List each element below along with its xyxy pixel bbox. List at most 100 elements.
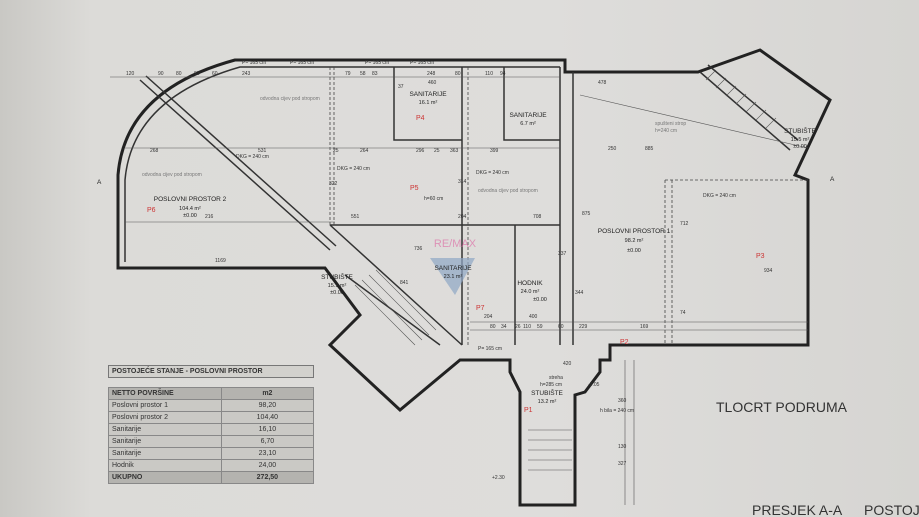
dimension-label: 130 <box>618 444 627 450</box>
dimension-label: 25 <box>434 148 440 154</box>
svg-text:±0.00: ±0.00 <box>533 297 547 303</box>
room-cell: Poslovni prostor 2 <box>108 411 222 424</box>
area-cell: 23,10 <box>220 447 315 460</box>
photo-mark: P4 <box>416 115 425 122</box>
area-cell: 16,10 <box>220 423 315 436</box>
stairs <box>354 69 777 471</box>
room-cell: Poslovni prostor 1 <box>108 399 222 412</box>
window-label: P= 165 cm <box>410 60 434 66</box>
stair-right-walls <box>699 64 799 151</box>
dimension-label: 216 <box>205 214 214 220</box>
room-cell: Hodnik <box>108 459 222 472</box>
note-vent: odvodna cijev pod stropom <box>260 96 320 102</box>
dimension-label: 74 <box>680 310 686 316</box>
room-sanitarije-2: SANITARIJE 6.7 m² <box>509 112 547 127</box>
photo-mark: P2 <box>620 339 629 346</box>
svg-text:98.2 m²: 98.2 m² <box>625 238 644 244</box>
beam-lines <box>329 67 808 345</box>
svg-text:POSLOVNI PROSTOR 1: POSLOVNI PROSTOR 1 <box>598 228 671 235</box>
dimension-label: 59 <box>537 324 543 330</box>
note-roof: streha <box>549 375 563 381</box>
note-vent: odvodna cijev pod stropom <box>478 188 538 194</box>
svg-text:POSLOVNI PROSTOR 2: POSLOVNI PROSTOR 2 <box>154 196 227 203</box>
ceiling-label: DKG = 240 cm <box>337 166 370 172</box>
ceiling-label: DKG = 240 cm <box>236 154 269 160</box>
dimension-lines <box>110 76 809 505</box>
room-cell: Sanitarije <box>108 435 222 448</box>
room-cell: Sanitarije <box>108 423 222 436</box>
svg-text:15.9 m²: 15.9 m² <box>328 283 347 289</box>
window-label: P= 165 cm <box>242 60 266 66</box>
dimension-label: 708 <box>533 214 542 220</box>
dimension-label: 80 <box>490 324 496 330</box>
dimension-label: 337 <box>558 251 567 257</box>
dimension-label: 79 <box>345 71 351 77</box>
dimension-label: 363 <box>450 148 459 154</box>
dimension-label: 90 <box>158 71 164 77</box>
dimension-label: 327 <box>618 461 627 467</box>
window-label: P= 165 cm <box>478 346 502 352</box>
ceiling-label: DKG = 240 cm <box>703 193 736 199</box>
note-level-ext: +2.30 <box>492 475 505 481</box>
sanitary-walls <box>393 67 574 345</box>
dimension-label: 314 <box>458 179 467 185</box>
svg-text:±0.00: ±0.00 <box>183 213 197 219</box>
section-marker-right: A <box>830 176 835 183</box>
note-level: -0.05 <box>588 382 600 388</box>
room-cell: Sanitarije <box>108 447 222 460</box>
dimension-label: 58 <box>360 71 366 77</box>
note-roof-h: h=285 cm <box>540 382 562 388</box>
dimension-label: 268 <box>150 148 159 154</box>
svg-text:SANITARIJE: SANITARIJE <box>509 112 547 119</box>
header-cell: NETTO POVRŠINE <box>108 387 222 400</box>
note-h-bila: h bila = 240 cm <box>600 408 634 414</box>
dimension-label: 344 <box>575 290 584 296</box>
note-vent: odvodna cijev pod stropom <box>142 172 202 178</box>
dimension-label: 110 <box>523 324 531 330</box>
svg-text:STUBIŠTE: STUBIŠTE <box>531 388 563 397</box>
dimension-label: 264 <box>360 148 369 154</box>
dimension-label: 400 <box>529 314 538 320</box>
dimension-label: 169 <box>640 324 649 330</box>
dimension-label: 399 <box>490 148 499 154</box>
dimension-label: 736 <box>414 246 423 252</box>
note-lowered-h: h=240 cm <box>655 128 677 134</box>
dimension-label: 204 <box>458 214 467 220</box>
dimension-label: 360 <box>618 398 627 404</box>
dimension-label: 322 <box>329 181 338 187</box>
dimension-label: 120 <box>126 71 135 77</box>
area-cell: 104,40 <box>220 411 315 424</box>
dimension-label: 80 <box>176 71 182 77</box>
dimension-label: 60 <box>558 324 564 330</box>
watermark-text: RE/MAX <box>434 238 477 250</box>
svg-text:SANITARIJE: SANITARIJE <box>434 265 472 272</box>
svg-text:HODNIK: HODNIK <box>517 280 543 287</box>
area-table: POSTOJEĆE STANJE - POSLOVNI PROSTOR NETT… <box>108 365 315 484</box>
svg-text:SANITARIJE: SANITARIJE <box>409 91 447 98</box>
svg-text:13.2 m²: 13.2 m² <box>538 399 557 405</box>
dimension-label: 229 <box>579 324 588 330</box>
dimension-label: 92 <box>194 71 200 77</box>
dimension-label: 204 <box>484 314 493 320</box>
dimension-label: 94 <box>500 71 506 77</box>
dimension-label: 841 <box>400 280 409 286</box>
dimension-label: 885 <box>645 146 654 152</box>
photo-mark: P5 <box>410 185 419 192</box>
dimension-label: 875 <box>582 211 591 217</box>
room-stubiste-3: STUBIŠTE 13.2 m² <box>531 388 563 405</box>
dimension-label: 934 <box>764 268 773 274</box>
svg-text:6.7 m²: 6.7 m² <box>520 121 536 127</box>
room-poslovni-1: POSLOVNI PROSTOR 198.2 m²±0.00 <box>598 228 671 254</box>
